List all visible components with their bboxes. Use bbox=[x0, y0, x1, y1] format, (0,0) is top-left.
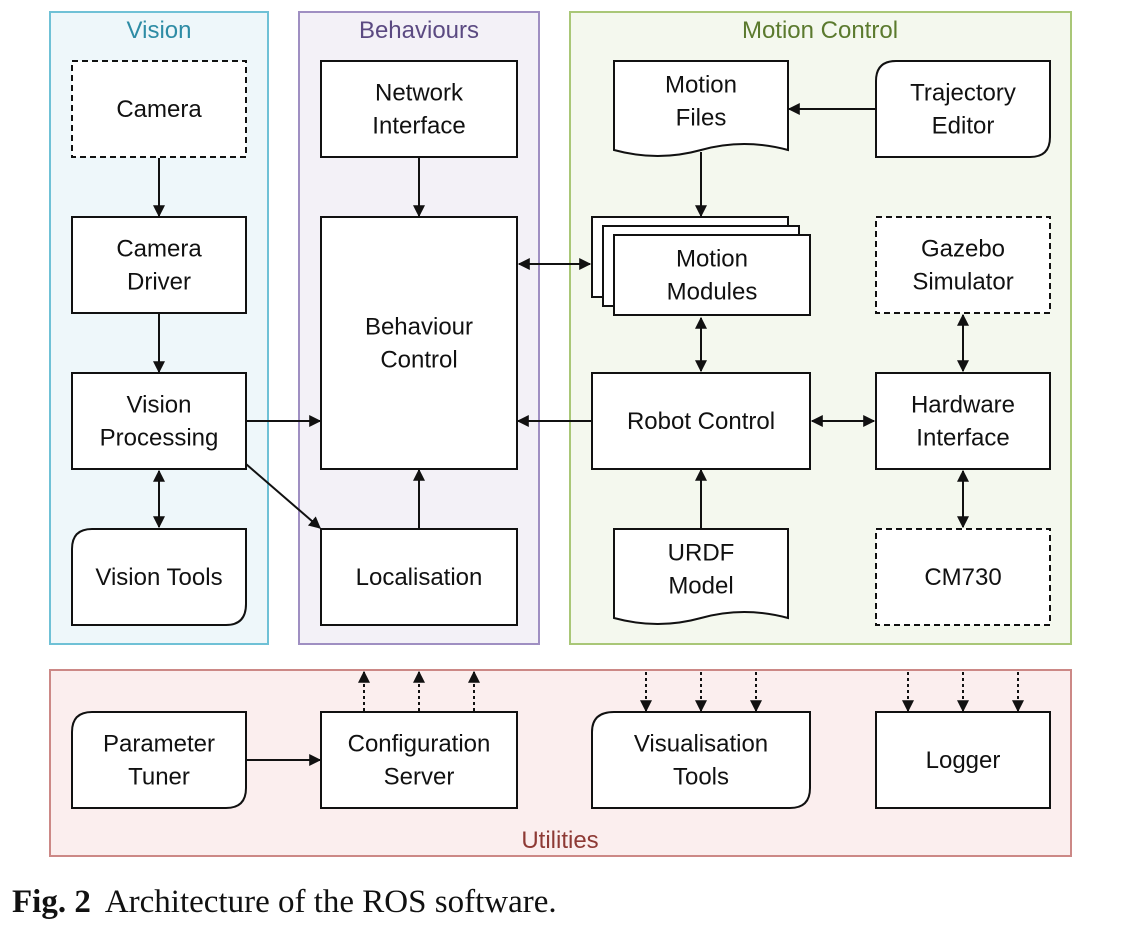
node-label-line: Tuner bbox=[128, 764, 190, 791]
node-label-line: Trajectory bbox=[910, 80, 1016, 107]
group-motion-control-title: Motion Control bbox=[742, 17, 898, 44]
edge-processing-to-localisation bbox=[245, 463, 321, 529]
node-label-line: Vision Tools bbox=[95, 564, 222, 591]
node-label-line: Hardware bbox=[911, 392, 1015, 419]
node-label-line: Interface bbox=[372, 113, 465, 140]
node-label-line: Network bbox=[375, 80, 464, 107]
node-label-line: Motion bbox=[676, 246, 748, 273]
node-label-line: Gazebo bbox=[921, 236, 1005, 263]
node-label-line: Vision bbox=[127, 392, 192, 419]
node-label-line: Processing bbox=[100, 425, 219, 452]
node-label-line: Configuration bbox=[348, 731, 491, 758]
figure-label: Fig. 2 bbox=[12, 884, 91, 920]
node-cm730: CM730 bbox=[875, 528, 1051, 626]
node-vision-tools: Vision Tools bbox=[71, 528, 247, 626]
group-vision-title: Vision bbox=[127, 17, 192, 44]
node-label-line: Motion bbox=[665, 72, 737, 99]
figure-caption: Fig. 2 Architecture of the ROS software. bbox=[12, 884, 1112, 921]
node-camera: Camera bbox=[71, 60, 247, 158]
node-label-line: Simulator bbox=[912, 269, 1013, 296]
node-label-line: Behaviour bbox=[365, 314, 473, 341]
svg-text:Logger: Logger bbox=[926, 747, 1001, 774]
svg-text:Vision Tools: Vision Tools bbox=[95, 564, 222, 591]
node-label-line: Localisation bbox=[356, 564, 483, 591]
figure-caption-text: Architecture of the ROS software. bbox=[104, 884, 557, 920]
node-label-line: Camera bbox=[116, 236, 202, 263]
architecture-diagram: Vision Behaviours Motion Control Utiliti… bbox=[49, 11, 1072, 857]
node-label-line: Logger bbox=[926, 747, 1001, 774]
node-label-line: Visualisation bbox=[634, 731, 768, 758]
node-localisation: Localisation bbox=[320, 528, 518, 626]
node-label-line: Interface bbox=[916, 425, 1009, 452]
node-label-line: Driver bbox=[127, 269, 191, 296]
node-label-line: CM730 bbox=[924, 564, 1001, 591]
node-label-line: Robot Control bbox=[627, 408, 775, 435]
svg-text:Localisation: Localisation bbox=[356, 564, 483, 591]
node-label-line: Parameter bbox=[103, 731, 215, 758]
node-label-line: Model bbox=[668, 573, 733, 600]
node-label-line: URDF bbox=[668, 540, 735, 567]
node-logger: Logger bbox=[875, 711, 1051, 809]
node-label-line: Camera bbox=[116, 96, 202, 123]
node-urdf-model: URDF Model bbox=[613, 528, 789, 625]
node-label-line: Files bbox=[676, 105, 727, 132]
svg-text:Robot Control: Robot Control bbox=[627, 408, 775, 435]
node-label-line: Server bbox=[384, 764, 455, 791]
node-label-line: Modules bbox=[667, 279, 758, 306]
node-label-line: Control bbox=[380, 347, 457, 374]
svg-text:CM730: CM730 bbox=[924, 564, 1001, 591]
node-robot-control: Robot Control bbox=[591, 372, 811, 470]
svg-text:Camera: Camera bbox=[116, 96, 202, 123]
group-behaviours-title: Behaviours bbox=[359, 17, 479, 44]
group-utilities-title: Utilities bbox=[521, 827, 598, 854]
node-label-line: Editor bbox=[932, 113, 995, 140]
node-label-line: Tools bbox=[673, 764, 729, 791]
